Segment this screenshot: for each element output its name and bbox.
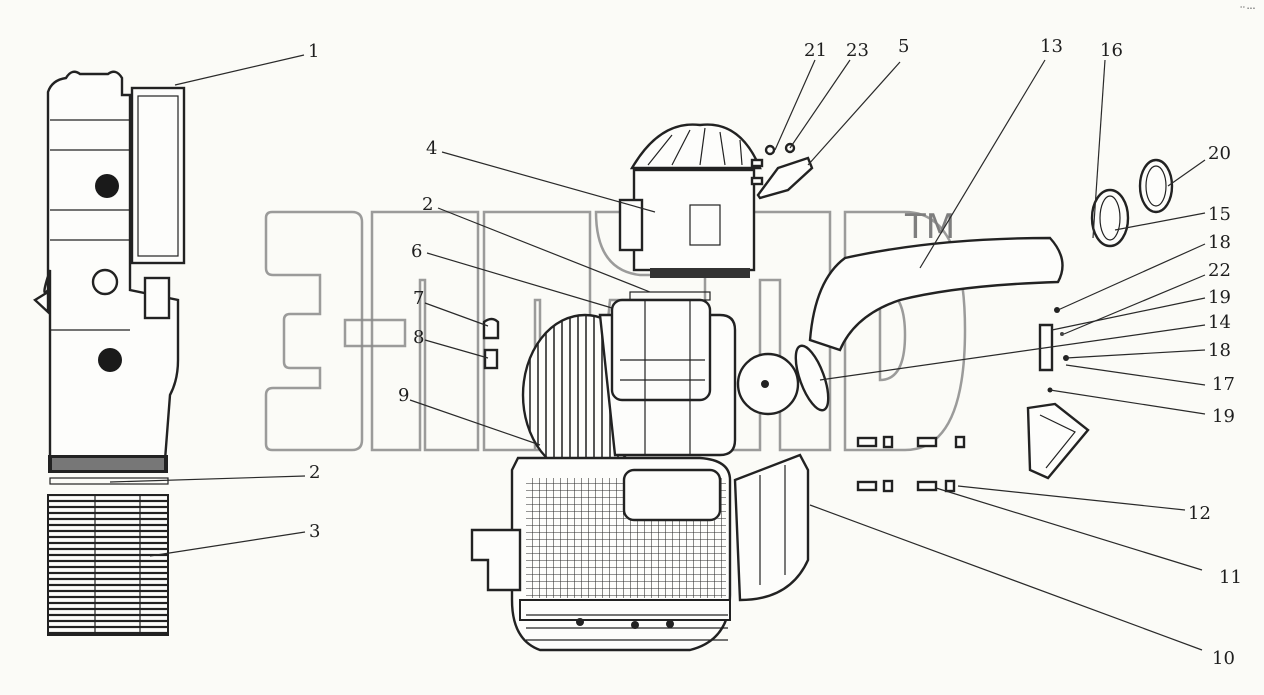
callout-16: 16 [1100, 40, 1123, 61]
support-bracket [1026, 402, 1090, 480]
callout-23: 23 [846, 40, 869, 61]
duct-part-13 [808, 236, 1064, 352]
clamp-part-16 [1090, 188, 1130, 248]
callout-labels: 1 2 3 4 2 6 7 8 9 21 23 5 13 16 20 15 18… [308, 36, 1242, 669]
callout-8: 8 [413, 327, 424, 348]
trademark-text: TM [904, 207, 955, 247]
mounting-bracket-part-5 [756, 156, 814, 200]
callout-11: 11 [1219, 567, 1242, 588]
callout-18-top: 18 [1208, 232, 1231, 253]
small-bolts-parts-21-23 [750, 142, 796, 186]
corrugated-bellows-part-3 [47, 494, 169, 636]
callout-19-top: 19 [1208, 287, 1231, 308]
callout-2-left: 2 [309, 462, 320, 483]
callout-5: 5 [898, 36, 909, 57]
callout-20: 20 [1208, 143, 1231, 164]
callout-15: 15 [1208, 204, 1231, 225]
sensor-plug-part-7 [482, 317, 500, 340]
filter-element-part-6 [521, 298, 737, 477]
precleaner-cap-part-4 [618, 123, 762, 278]
filter-housing-part-10 [470, 453, 810, 652]
callout-3: 3 [309, 521, 320, 542]
gasket-ring-part-2 [49, 477, 169, 485]
ring-part-20 [1138, 158, 1174, 214]
callout-14: 14 [1208, 312, 1231, 333]
callout-7: 7 [413, 288, 424, 309]
callout-21: 21 [804, 40, 827, 61]
callout-12: 12 [1188, 503, 1211, 524]
callout-10: 10 [1212, 648, 1235, 669]
hardware-parts-17-19-22 [1038, 307, 1069, 393]
callout-19-bottom: 19 [1212, 406, 1235, 427]
callout-22: 22 [1208, 260, 1231, 281]
callout-6: 6 [411, 241, 422, 262]
callout-1: 1 [308, 41, 319, 62]
fitting-part-8 [483, 348, 499, 370]
callout-18-bottom: 18 [1208, 340, 1231, 361]
callout-2-center: 2 [422, 194, 433, 215]
leader-lines [109, 54, 1206, 651]
bolts-nuts-parts-11-12 [856, 435, 966, 493]
inlet-elbow-part-14 [736, 344, 830, 416]
callout-17: 17 [1212, 374, 1235, 395]
callout-9: 9 [398, 385, 409, 406]
callout-13: 13 [1040, 36, 1063, 57]
corner-mark: °° ••• [1240, 6, 1255, 12]
air-intake-housing-part-1 [33, 70, 186, 473]
callout-4: 4 [426, 138, 437, 159]
